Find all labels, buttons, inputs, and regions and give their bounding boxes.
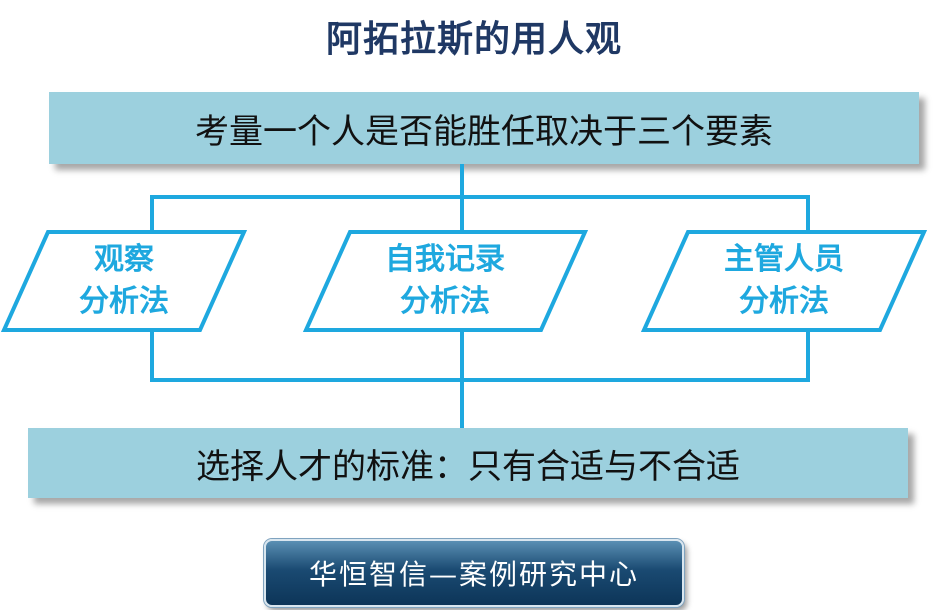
top-banner-text: 考量一个人是否能胜任取决于三个要素 xyxy=(195,111,773,152)
bottom-banner: 选择人才的标准：只有合适与不合适 xyxy=(28,428,908,498)
method-label-line1: 自我记录 xyxy=(385,242,505,277)
method-shape-observation xyxy=(0,230,248,332)
top-banner: 考量一个人是否能胜任取决于三个要素 xyxy=(49,92,919,164)
method-label-line1: 观察 xyxy=(94,242,154,277)
method-label-line2: 分析法 xyxy=(400,284,490,319)
method-label-supervisor: 主管人员 分析法 xyxy=(684,239,884,323)
source-badge-text: 华恒智信—案例研究中心 xyxy=(308,558,639,591)
method-label-self-record: 自我记录 分析法 xyxy=(345,239,545,323)
method-label-line2: 分析法 xyxy=(739,284,829,319)
method-shape-self-record xyxy=(302,230,589,332)
source-badge: 华恒智信—案例研究中心 xyxy=(264,539,684,607)
bottom-banner-text: 选择人才的标准：只有合适与不合适 xyxy=(196,446,740,487)
method-label-line1: 主管人员 xyxy=(724,242,844,277)
method-label-line2: 分析法 xyxy=(79,284,169,319)
page-title: 阿拓拉斯的用人观 xyxy=(325,19,622,60)
method-label-observation: 观察 分析法 xyxy=(24,239,224,323)
method-shape-supervisor xyxy=(640,230,928,332)
